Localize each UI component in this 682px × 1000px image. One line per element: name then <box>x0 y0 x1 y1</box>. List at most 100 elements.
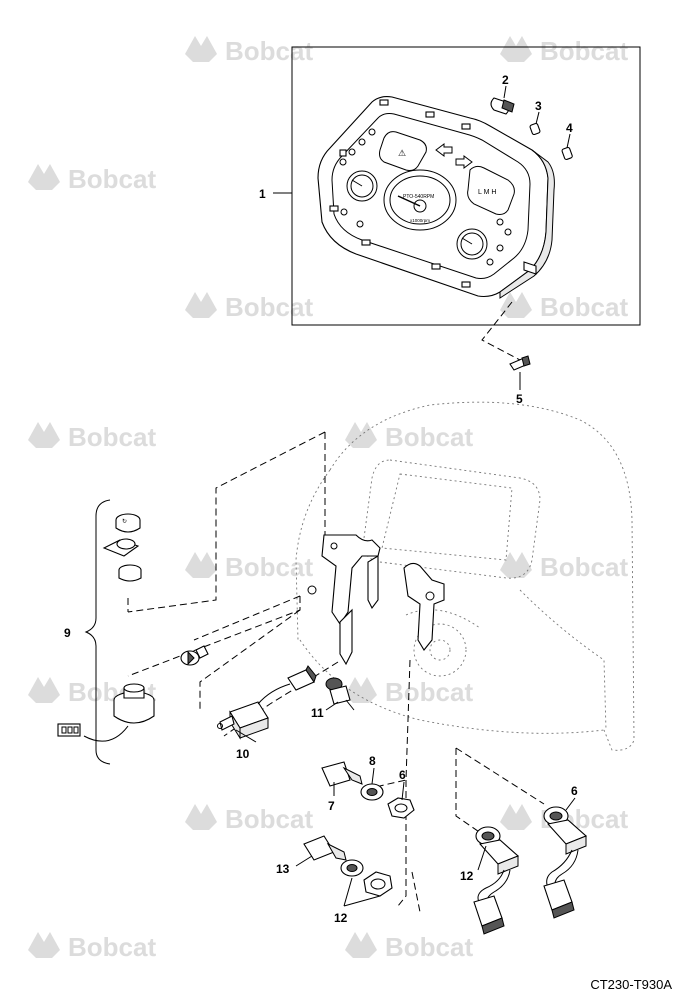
watermark-item: Bobcat <box>345 677 473 707</box>
tachometer-unit-label: x1000rpm <box>410 218 430 223</box>
fuel-gauge <box>346 170 378 202</box>
key-switch-harness-6 <box>546 849 573 889</box>
cluster-connector <box>523 261 537 275</box>
bezel-12 <box>340 859 364 877</box>
temperature-gauge-needle <box>461 237 473 245</box>
harness-connector-9 <box>57 723 81 737</box>
telltale-letters: L M H <box>478 189 496 196</box>
callout-11: 11 <box>311 706 324 720</box>
watermark-text: Bobcat <box>385 422 473 452</box>
switch-10-harness <box>257 683 291 705</box>
watermark-item: Bobcat <box>500 36 628 66</box>
cluster-housing-side <box>499 149 555 299</box>
callout-1: 1 <box>259 187 266 201</box>
watermark-text: Bobcat <box>540 292 628 322</box>
bezel-8 <box>360 783 384 801</box>
bobcat-logo-icon <box>500 36 532 62</box>
leader-2 <box>503 85 507 99</box>
watermark-item: Bobcat <box>345 932 473 962</box>
key-switch-11 <box>325 677 355 711</box>
watermark-item: Bobcat <box>500 292 628 322</box>
knob-cap: ↻ <box>115 513 141 533</box>
fuel-gauge-dial <box>350 174 374 198</box>
watermark-text: Bobcat <box>68 422 156 452</box>
watermark-text: Bobcat <box>540 552 628 582</box>
rotary-switch-harness <box>83 725 129 742</box>
rotary-switch-body <box>113 683 155 724</box>
indicator-plug <box>180 645 209 666</box>
key-switch-body-12 <box>475 826 520 875</box>
bobcat-logo-icon <box>28 677 60 703</box>
callout-4: 4 <box>566 121 573 135</box>
bobcat-logo-icon <box>28 422 60 448</box>
watermark-text: Bobcat <box>385 932 473 962</box>
bobcat-logo-icon <box>500 292 532 318</box>
key-13 <box>303 835 347 861</box>
temperature-gauge <box>456 228 488 260</box>
leader-10 <box>235 729 257 743</box>
drawing-code: CT230-T930A <box>590 977 672 992</box>
watermark-item: Bobcat <box>185 36 313 66</box>
watermark-item: Bobcat <box>28 932 156 962</box>
callout-7: 7 <box>328 799 335 813</box>
callout-13: 13 <box>276 862 290 876</box>
tachometer-dial <box>389 175 451 225</box>
callout-12b: 12 <box>334 911 348 925</box>
bobcat-logo-icon <box>185 804 217 830</box>
telltale-panel-right <box>467 165 515 215</box>
watermark-item: Bobcat <box>345 422 473 452</box>
watermark-text: Bobcat <box>540 36 628 66</box>
bobcat-logo-icon <box>185 36 217 62</box>
tachometer-hub <box>413 199 427 213</box>
watermark-text: Bobcat <box>68 164 156 194</box>
callout-3: 3 <box>535 99 542 113</box>
leader-6b <box>565 797 576 811</box>
callout-8: 8 <box>369 754 376 768</box>
switch-bracket <box>307 534 445 666</box>
bobcat-logo-icon <box>28 164 60 190</box>
watermark-text: Bobcat <box>225 804 313 834</box>
indicator-lamps <box>339 128 512 266</box>
watermark-text: Bobcat <box>225 36 313 66</box>
tachometer-rpm-label: PTO-540RPM <box>403 194 434 200</box>
watermark-item: Bobcat <box>28 422 156 452</box>
callout-9: 9 <box>64 626 71 640</box>
instrument-cluster: ⚠ L M H PTO-540RPM x1000rpm <box>317 96 555 299</box>
screw-5-dashed-path <box>481 301 521 361</box>
turn-signal-right-icon <box>455 155 473 169</box>
bobcat-logo-icon <box>500 552 532 578</box>
bobcat-logo-icon <box>345 677 377 703</box>
fuel-gauge-needle <box>351 179 363 187</box>
watermark-item: Bobcat <box>500 552 628 582</box>
knob-cap-glyph: ↻ <box>122 518 127 525</box>
leader-13 <box>295 855 313 867</box>
watermark-item: Bobcat <box>185 552 313 582</box>
assembly-dashed-lines <box>127 431 545 913</box>
bobcat-logo-icon <box>28 932 60 958</box>
callout-12a: 12 <box>460 869 474 883</box>
temperature-gauge-dial <box>460 232 484 256</box>
group-9-brace <box>84 499 111 765</box>
key-switch-harness-12 <box>477 869 505 905</box>
callout-5: 5 <box>516 392 523 406</box>
key-switch-connector-12 <box>473 895 505 935</box>
cluster-bezel <box>331 113 531 279</box>
switch-10-connector <box>287 665 317 691</box>
telltale-panel-left <box>379 131 427 171</box>
callout-2: 2 <box>502 73 509 87</box>
callout-6a: 6 <box>399 768 406 782</box>
bobcat-logo-icon <box>185 552 217 578</box>
leader-3 <box>535 111 540 125</box>
watermark-text: Bobcat <box>385 677 473 707</box>
watermark-text: Bobcat <box>225 552 313 582</box>
watermark-item: Bobcat <box>185 804 313 834</box>
tachometer <box>383 169 457 231</box>
leader-12b <box>343 877 381 907</box>
dashboard-phantom-outline <box>295 401 635 751</box>
bulb-socket-2 <box>490 97 515 115</box>
mounting-tabs <box>329 99 471 288</box>
callout-6b: 6 <box>571 784 578 798</box>
key-switch-body-6 <box>543 806 588 855</box>
bobcat-logo-icon <box>345 932 377 958</box>
